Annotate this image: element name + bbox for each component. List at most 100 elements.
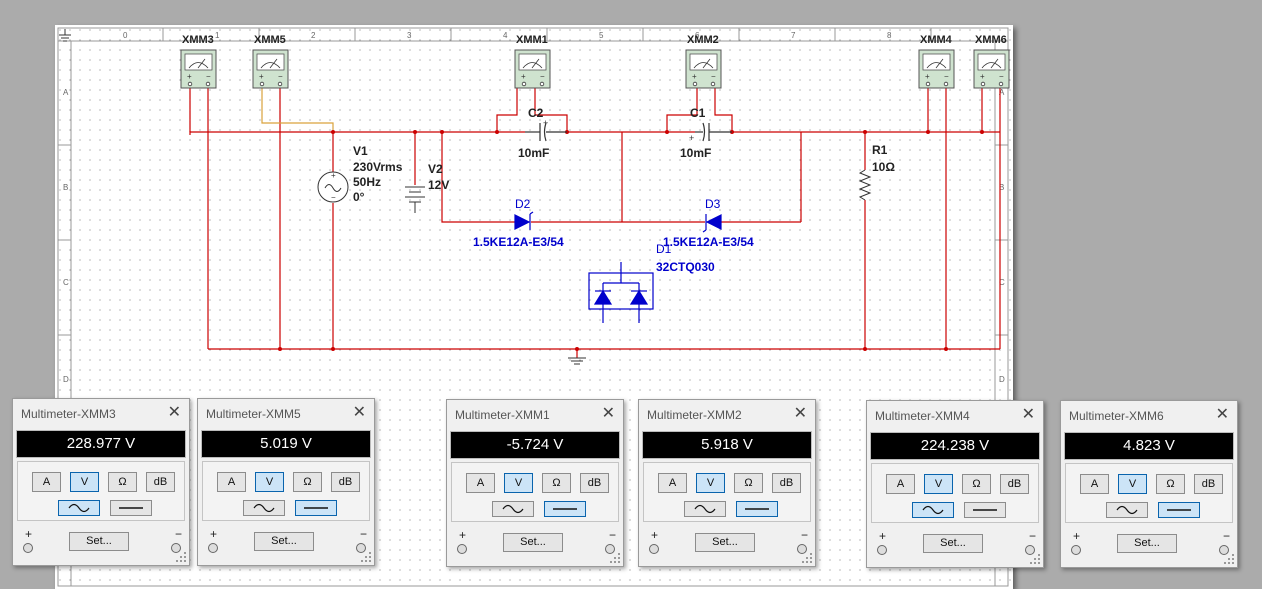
mode-button-ohm[interactable]: Ω: [542, 473, 571, 493]
sine-wave-icon: [68, 503, 90, 513]
capacitor-c2[interactable]: [525, 122, 567, 142]
ac-coupling-button[interactable]: [492, 501, 534, 517]
negative-terminal[interactable]: [1219, 545, 1229, 555]
resize-grip-icon[interactable]: [610, 553, 620, 563]
grid-column-label: 7: [791, 31, 796, 40]
negative-terminal[interactable]: [356, 543, 366, 553]
svg-text:+: +: [259, 72, 264, 81]
mode-button-ohm[interactable]: Ω: [962, 474, 991, 494]
mode-button-a[interactable]: A: [32, 472, 61, 492]
set-button[interactable]: Set...: [923, 534, 983, 553]
negative-terminal[interactable]: [605, 544, 615, 554]
mode-button-a[interactable]: A: [1080, 474, 1109, 494]
grid-row-label: C: [63, 278, 69, 287]
ground-icon: [568, 357, 586, 365]
resize-grip-icon[interactable]: [1224, 554, 1234, 564]
svg-text:−: −: [944, 72, 949, 81]
mode-button-v[interactable]: V: [70, 472, 99, 492]
multimeter-instrument-icon[interactable]: +−XMM1: [514, 34, 551, 89]
mode-button-ohm[interactable]: Ω: [108, 472, 137, 492]
set-button[interactable]: Set...: [254, 532, 314, 551]
mode-button-ohm[interactable]: Ω: [1156, 474, 1185, 494]
mode-button-a[interactable]: A: [217, 472, 246, 492]
grid-row-label: A: [999, 88, 1005, 97]
grid-column-label: 0: [123, 31, 128, 40]
ac-coupling-button[interactable]: [58, 500, 100, 516]
positive-terminal-label: +: [459, 528, 467, 542]
diode-d1[interactable]: [588, 262, 654, 323]
capacitor-c1[interactable]: [695, 122, 732, 142]
mode-button-db[interactable]: dB: [331, 472, 360, 492]
mode-button-db[interactable]: dB: [772, 473, 801, 493]
negative-terminal[interactable]: [1025, 545, 1035, 555]
dc-coupling-button[interactable]: [544, 501, 586, 517]
mode-button-v[interactable]: V: [924, 474, 953, 494]
mode-button-db[interactable]: dB: [1000, 474, 1029, 494]
ac-coupling-button[interactable]: [684, 501, 726, 517]
set-button[interactable]: Set...: [69, 532, 129, 551]
close-icon[interactable]: ✕: [1021, 406, 1035, 423]
multimeter-instrument-icon[interactable]: +−XMM2: [685, 34, 722, 89]
svg-text:+: +: [692, 72, 697, 81]
resize-grip-icon[interactable]: [802, 553, 812, 563]
resize-grip-icon[interactable]: [361, 552, 371, 562]
close-icon[interactable]: ✕: [793, 405, 807, 422]
mode-button-db[interactable]: dB: [146, 472, 175, 492]
r1-ref-label: R1: [872, 143, 888, 157]
multimeter-instrument-icon[interactable]: +−XMM6: [973, 34, 1010, 89]
dc-line-icon: [973, 509, 997, 511]
mode-button-v[interactable]: V: [504, 473, 533, 493]
set-button[interactable]: Set...: [503, 533, 563, 552]
sine-wave-icon: [922, 505, 944, 515]
mode-button-db[interactable]: dB: [580, 473, 609, 493]
dc-source-v2[interactable]: [405, 186, 425, 213]
ac-coupling-button[interactable]: [912, 502, 954, 518]
resize-grip-icon[interactable]: [176, 552, 186, 562]
positive-terminal[interactable]: [23, 543, 33, 553]
mode-button-v[interactable]: V: [255, 472, 284, 492]
dc-coupling-button[interactable]: [1158, 502, 1200, 518]
multimeter-instrument-icon[interactable]: +−XMM3: [180, 34, 217, 89]
dc-coupling-button[interactable]: [110, 500, 152, 516]
diode-d3[interactable]: [702, 214, 722, 233]
positive-terminal[interactable]: [208, 543, 218, 553]
mode-button-a[interactable]: A: [466, 473, 495, 493]
multimeter-instrument-icon[interactable]: +−XMM5: [252, 34, 289, 89]
ac-coupling-button[interactable]: [1106, 502, 1148, 518]
dc-coupling-button[interactable]: [295, 500, 337, 516]
mode-button-a[interactable]: A: [886, 474, 915, 494]
negative-terminal[interactable]: [797, 544, 807, 554]
mode-button-ohm[interactable]: Ω: [734, 473, 763, 493]
negative-terminal[interactable]: [171, 543, 181, 553]
positive-terminal[interactable]: [877, 545, 887, 555]
multimeter-instrument-icon[interactable]: +−XMM4: [918, 34, 955, 89]
ac-source-v1[interactable]: + −: [317, 171, 349, 203]
dc-coupling-button[interactable]: [736, 501, 778, 517]
resize-grip-icon[interactable]: [1030, 554, 1040, 564]
diode-d2[interactable]: [514, 211, 534, 230]
set-button[interactable]: Set...: [695, 533, 755, 552]
mode-button-db[interactable]: dB: [1194, 474, 1223, 494]
close-icon[interactable]: ✕: [352, 404, 366, 421]
set-button[interactable]: Set...: [1117, 534, 1177, 553]
positive-terminal[interactable]: [1071, 545, 1081, 555]
resistor-r1[interactable]: [858, 169, 872, 201]
dc-coupling-button[interactable]: [964, 502, 1006, 518]
mode-button-v[interactable]: V: [696, 473, 725, 493]
mode-button-v[interactable]: V: [1118, 474, 1147, 494]
mode-button-a[interactable]: A: [658, 473, 687, 493]
positive-terminal[interactable]: [457, 544, 467, 554]
close-icon[interactable]: ✕: [601, 405, 615, 422]
ac-coupling-button[interactable]: [243, 500, 285, 516]
close-icon[interactable]: ✕: [1215, 406, 1229, 423]
positive-terminal[interactable]: [649, 544, 659, 554]
close-icon[interactable]: ✕: [167, 404, 181, 421]
mode-button-ohm[interactable]: Ω: [293, 472, 322, 492]
